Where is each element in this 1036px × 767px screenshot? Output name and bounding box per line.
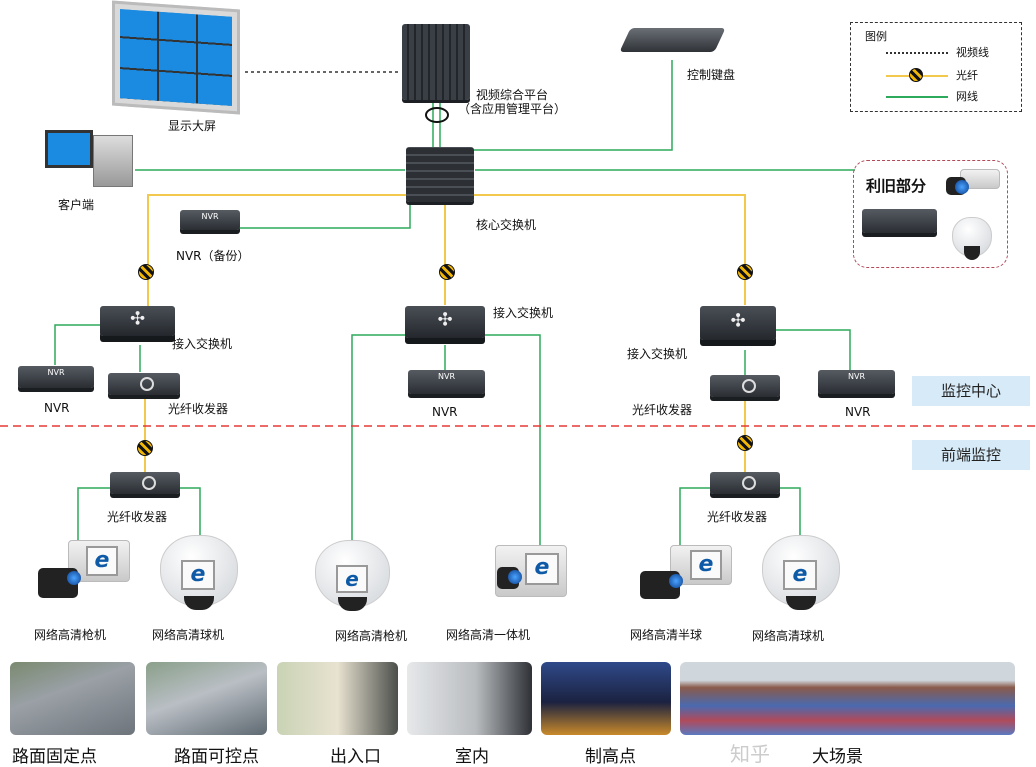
reuse-label: 利旧部分 (866, 177, 927, 195)
access-switch-label: 接入交换机 (172, 337, 233, 351)
fiber-transceiver-icon (710, 472, 780, 494)
dome-camera-icon: e (160, 535, 238, 610)
legend-label: 网线 (956, 90, 978, 103)
platform-label: 视频综合平台 (476, 88, 549, 102)
camera-label: 网络高清枪机 (34, 628, 107, 642)
core-switch-label: 核心交换机 (476, 218, 537, 232)
client-pc-icon (45, 130, 135, 190)
nvr-backup-icon: NVR (180, 210, 240, 230)
fiber-connector-icon (137, 440, 153, 456)
transceiver-label: 光纤收发器 (107, 510, 168, 524)
fiber-connector-icon (909, 68, 923, 82)
bullet-camera-icon (946, 167, 1001, 199)
scene-photo-entrance (277, 662, 398, 735)
access-switch-label: 接入交换机 (493, 306, 554, 320)
scene-caption: 制高点 (585, 747, 636, 767)
scene-photo-indoor (407, 662, 532, 735)
fiber-transceiver-icon (710, 375, 780, 397)
core-switch-icon (406, 147, 474, 202)
legend-video-line (886, 52, 948, 54)
nvr-right-icon: NVR (818, 370, 895, 394)
zone-front-label: 前端监控 (912, 440, 1030, 470)
scene-caption: 路面可控点 (174, 747, 259, 767)
bullet-camera-icon: e (38, 540, 133, 605)
transceiver-label: 光纤收发器 (632, 403, 693, 417)
legend-label: 视频线 (956, 46, 989, 59)
integrated-camera-icon: e (495, 545, 570, 600)
reuse-group: 利旧部分 (853, 160, 1008, 268)
fiber-connector-icon (439, 264, 455, 280)
camera-label: 网络高清枪机 (335, 629, 408, 643)
legend-network-line (886, 96, 948, 98)
scene-photo-road-ptz (146, 662, 267, 735)
scene-photo-large-scene (680, 662, 1015, 735)
legend: 图例 视频线 光纤 网线 (850, 22, 1022, 112)
platform-sublabel: （含应用管理平台） (458, 102, 567, 116)
video-wall-icon (112, 0, 240, 115)
video-wall-label: 显示大屏 (168, 119, 217, 133)
nvr-left-icon: NVR (18, 366, 94, 388)
fiber-connector-icon (138, 264, 154, 280)
camera-label: 网络高清球机 (752, 629, 825, 643)
dome-camera-icon: e (315, 540, 390, 611)
access-switch-right-icon (700, 306, 776, 340)
nvr-label: NVR (432, 405, 458, 419)
nvr-center-icon: NVR (408, 370, 485, 394)
transceiver-label: 光纤收发器 (168, 402, 229, 416)
legend-title: 图例 (865, 30, 887, 43)
transceiver-label: 光纤收发器 (707, 510, 768, 524)
scene-caption: 路面固定点 (12, 747, 97, 767)
zone-center-label: 监控中心 (912, 376, 1030, 406)
nvr-icon (862, 209, 937, 233)
dome-camera-icon (952, 217, 992, 260)
video-platform-icon (402, 24, 470, 100)
scene-photo-road-fixed (10, 662, 135, 735)
scene-caption: 室内 (455, 747, 489, 767)
legend-label: 光纤 (956, 69, 978, 82)
scene-caption: 大场景 (812, 747, 863, 767)
camera-label: 网络高清球机 (152, 628, 225, 642)
camera-label: 网络高清半球 (630, 628, 703, 642)
access-switch-label: 接入交换机 (627, 347, 688, 361)
nvr-backup-label: NVR（备份） (176, 249, 250, 263)
dome-camera-icon: e (762, 535, 840, 610)
bullet-camera-icon: e (640, 545, 735, 607)
keyboard-label: 控制键盘 (687, 68, 736, 82)
fiber-connector-icon (737, 264, 753, 280)
watermark: 知乎 (730, 742, 770, 766)
scene-photo-high-point (541, 662, 671, 735)
scene-caption: 出入口 (330, 747, 381, 767)
access-switch-center-icon (405, 306, 485, 338)
fiber-connector-icon (737, 435, 753, 451)
camera-label: 网络高清一体机 (446, 628, 531, 642)
access-switch-left-icon (100, 306, 175, 336)
control-keyboard-icon (619, 28, 726, 52)
nvr-label: NVR (44, 401, 70, 415)
nvr-label: NVR (845, 405, 871, 419)
fiber-transceiver-icon (110, 472, 180, 494)
client-label: 客户端 (58, 198, 95, 212)
fiber-transceiver-icon (108, 373, 180, 395)
